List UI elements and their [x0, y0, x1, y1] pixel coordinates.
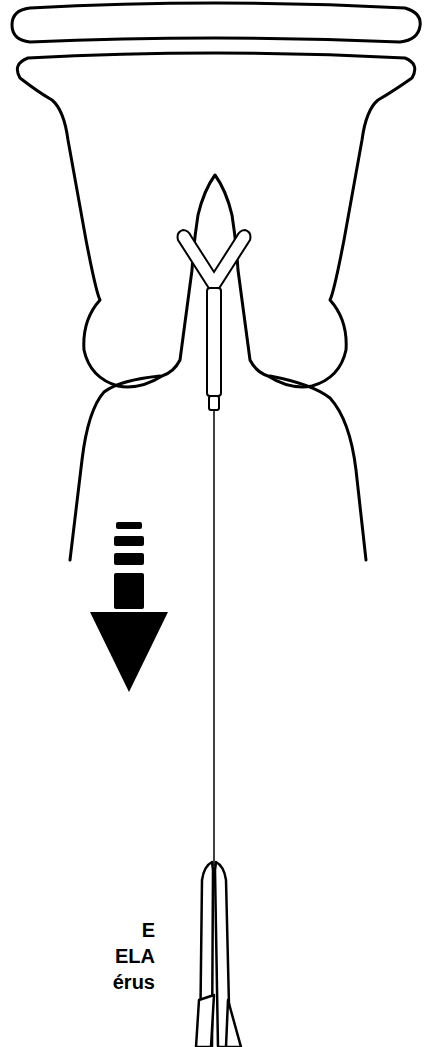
instruction-text: E — [142, 918, 155, 942]
iud-arms — [178, 230, 251, 290]
forceps-handle-right — [226, 1000, 241, 1047]
pull-arrow — [90, 522, 168, 692]
vagina-wall-right — [270, 376, 366, 560]
instruction-text: ELA — [115, 944, 155, 968]
forceps-handle-left — [196, 995, 214, 1047]
iud-string — [213, 410, 215, 866]
vagina-wall-left — [70, 376, 160, 560]
instruction-text: érus — [113, 970, 155, 994]
iud-tip — [209, 396, 219, 410]
iud-stem — [207, 288, 221, 396]
fundus-band — [12, 3, 420, 42]
